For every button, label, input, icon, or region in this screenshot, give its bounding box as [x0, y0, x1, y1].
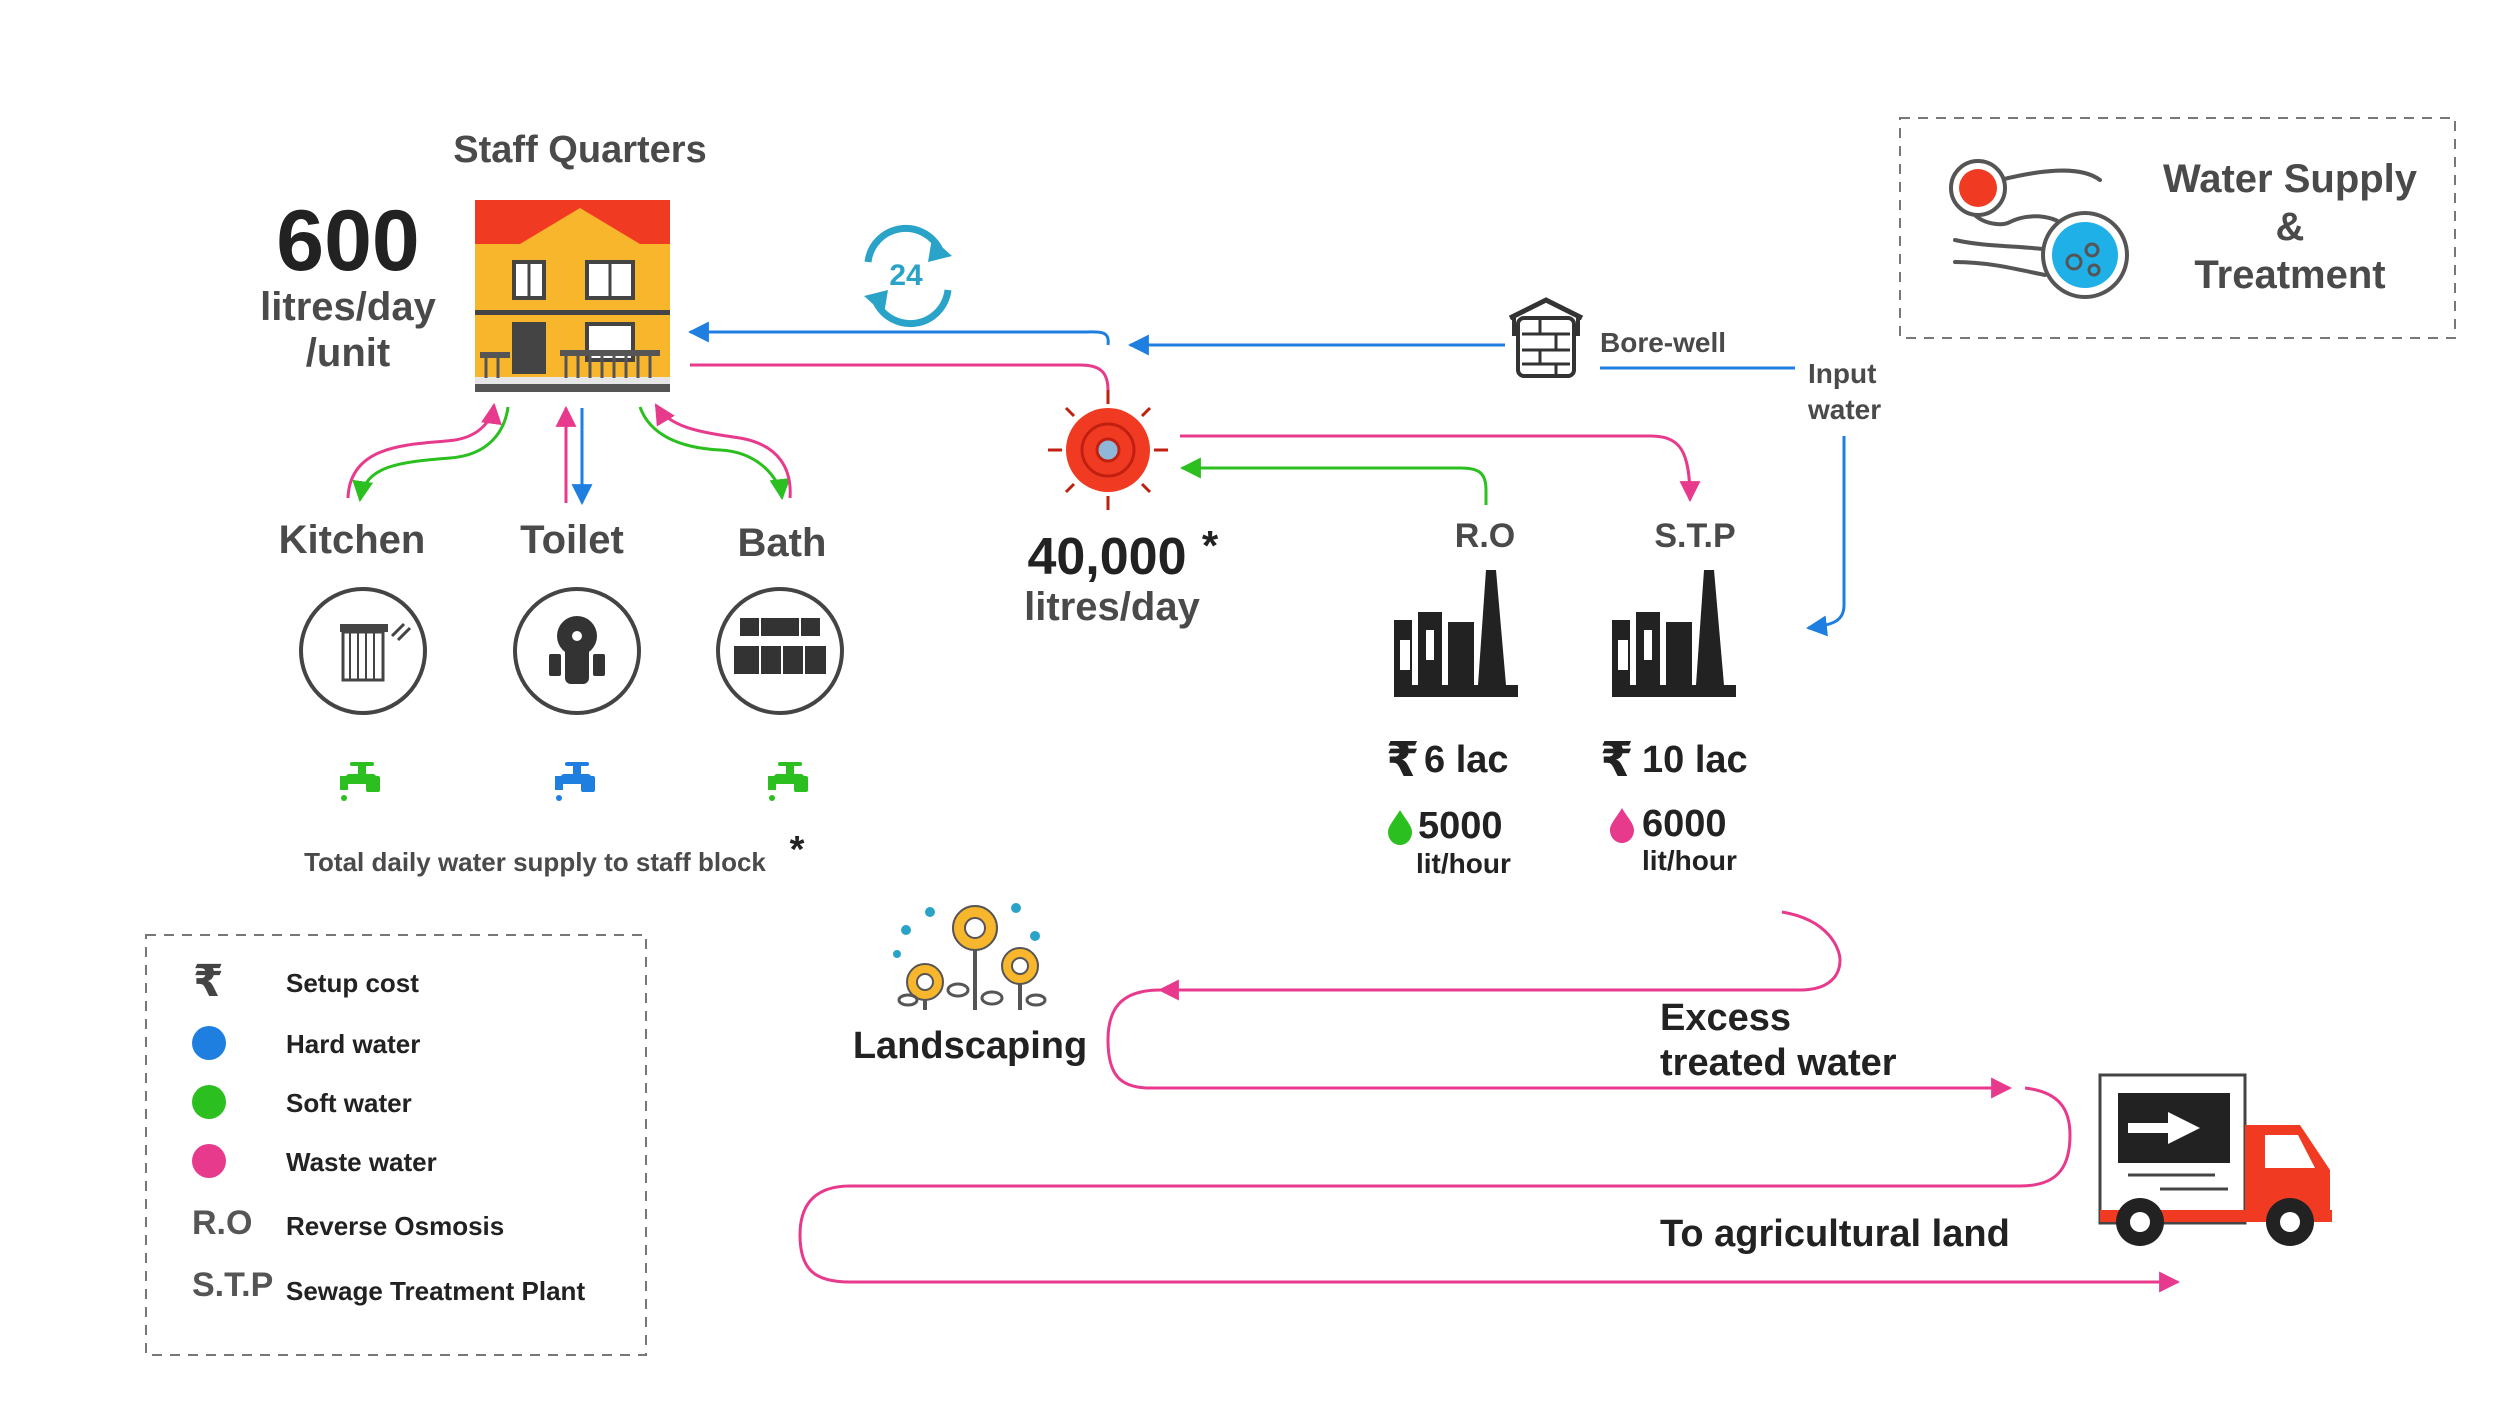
legend-rupee-icon: ₹ — [193, 957, 224, 1006]
bath-icon — [716, 587, 844, 715]
tap-icon — [340, 762, 380, 801]
bath-waste-flow — [654, 403, 792, 499]
borewell-icon — [1508, 297, 1584, 378]
legend-label-ro: Reverse Osmosis — [286, 1211, 504, 1241]
usage-unit-line-2: /unit — [306, 331, 390, 375]
legend-label-soft-water: Soft water — [286, 1088, 412, 1118]
cycle-24-icon: 24 — [864, 224, 952, 328]
usage-value: 600 — [276, 193, 420, 289]
room-label-toilet: Toilet — [520, 518, 624, 562]
legend-ro-glyph: R.O — [192, 1204, 252, 1242]
ro-rupee-icon: ₹ — [1386, 734, 1419, 787]
truck-icon — [2098, 1073, 2332, 1246]
total-supply-note: Total daily water supply to staff block — [304, 847, 766, 877]
legend: ₹ Setup cost Hard water Soft water Waste… — [145, 934, 647, 1356]
legend-label-hard-water: Hard water — [286, 1029, 420, 1059]
ro-flow-value: 5000 — [1418, 805, 1503, 847]
stp-cost: 10 lac — [1642, 739, 1748, 781]
tap-icon — [555, 762, 595, 801]
factory-icon — [1394, 570, 1518, 697]
excess-line-2: treated water — [1660, 1042, 1897, 1084]
excess-to-truck-flow — [1106, 988, 2013, 1099]
borewell-label: Bore-well — [1600, 327, 1726, 358]
legend-dot-waste-water — [192, 1144, 226, 1178]
tap-icon — [768, 762, 808, 801]
room-label-kitchen: Kitchen — [279, 518, 426, 562]
house-icon — [475, 200, 670, 392]
waste-water-drop-icon — [1610, 808, 1634, 843]
hub-to-stp-waste-flow — [1180, 434, 1701, 503]
title-line-3: Treatment — [2194, 253, 2385, 297]
title-box-border — [1899, 117, 2456, 339]
ro-flow-unit: lit/hour — [1416, 848, 1511, 879]
title-box: Water Supply & Treatment — [1899, 117, 2456, 339]
kitchen-waste-flow — [346, 402, 502, 499]
toilet-icon — [513, 587, 641, 715]
staff-quarters-title: Staff Quarters — [453, 129, 706, 171]
legend-label-stp: Sewage Treatment Plant — [286, 1276, 585, 1306]
legend-border — [145, 934, 647, 1356]
bath-soft-flow — [638, 406, 791, 501]
sunflower-icon — [893, 903, 1047, 1010]
water-cycle-logo-icon — [1949, 159, 2129, 299]
distribution-hub-icon — [1048, 390, 1168, 510]
title-line-1: Water Supply — [2163, 157, 2418, 201]
title-line-2: & — [2276, 205, 2305, 249]
legend-dot-hard-water — [192, 1026, 226, 1060]
hard-water-flow-to-house — [687, 321, 1110, 346]
legend-stp-glyph: S.T.P — [192, 1266, 273, 1304]
soft-water-drop-icon — [1388, 810, 1412, 845]
input-water-flow — [1805, 436, 1846, 637]
kitchen-icon — [299, 587, 427, 715]
legend-label-setup-cost: Setup cost — [286, 968, 419, 998]
stp-label: S.T.P — [1654, 517, 1735, 555]
ro-label: R.O — [1455, 517, 1515, 555]
ro-to-hub-soft-flow — [1179, 457, 1488, 505]
input-water-line-1: Input — [1808, 358, 1876, 389]
legend-label-waste-water: Waste water — [286, 1147, 437, 1177]
distribution-unit: litres/day — [1024, 585, 1200, 629]
usage-unit-line-1: litres/day — [260, 285, 436, 329]
factory-icon — [1612, 570, 1736, 697]
stp-flow-unit: lit/hour — [1642, 845, 1737, 876]
room-label-bath: Bath — [738, 521, 827, 565]
legend-dot-soft-water — [192, 1085, 226, 1119]
cycle-24-label: 24 — [889, 259, 923, 292]
agri-label: To agricultural land — [1660, 1213, 2010, 1255]
excess-line-1: Excess — [1660, 997, 1791, 1039]
total-supply-asterisk: * — [790, 829, 805, 871]
distribution-value: 40,000 — [1027, 528, 1186, 586]
stp-to-landscaping-flow — [1157, 910, 1842, 1001]
stp-rupee-icon: ₹ — [1600, 734, 1633, 787]
to-agri-flow — [798, 1086, 2181, 1293]
waste-water-flow-from-house — [690, 363, 1110, 391]
landscaping-label: Landscaping — [853, 1025, 1087, 1067]
distribution-asterisk: * — [1202, 522, 1219, 569]
ro-cost: 6 lac — [1424, 739, 1509, 781]
kitchen-soft-flow — [352, 406, 510, 503]
input-water-line-2: water — [1807, 394, 1881, 425]
stp-flow-value: 6000 — [1642, 803, 1727, 845]
